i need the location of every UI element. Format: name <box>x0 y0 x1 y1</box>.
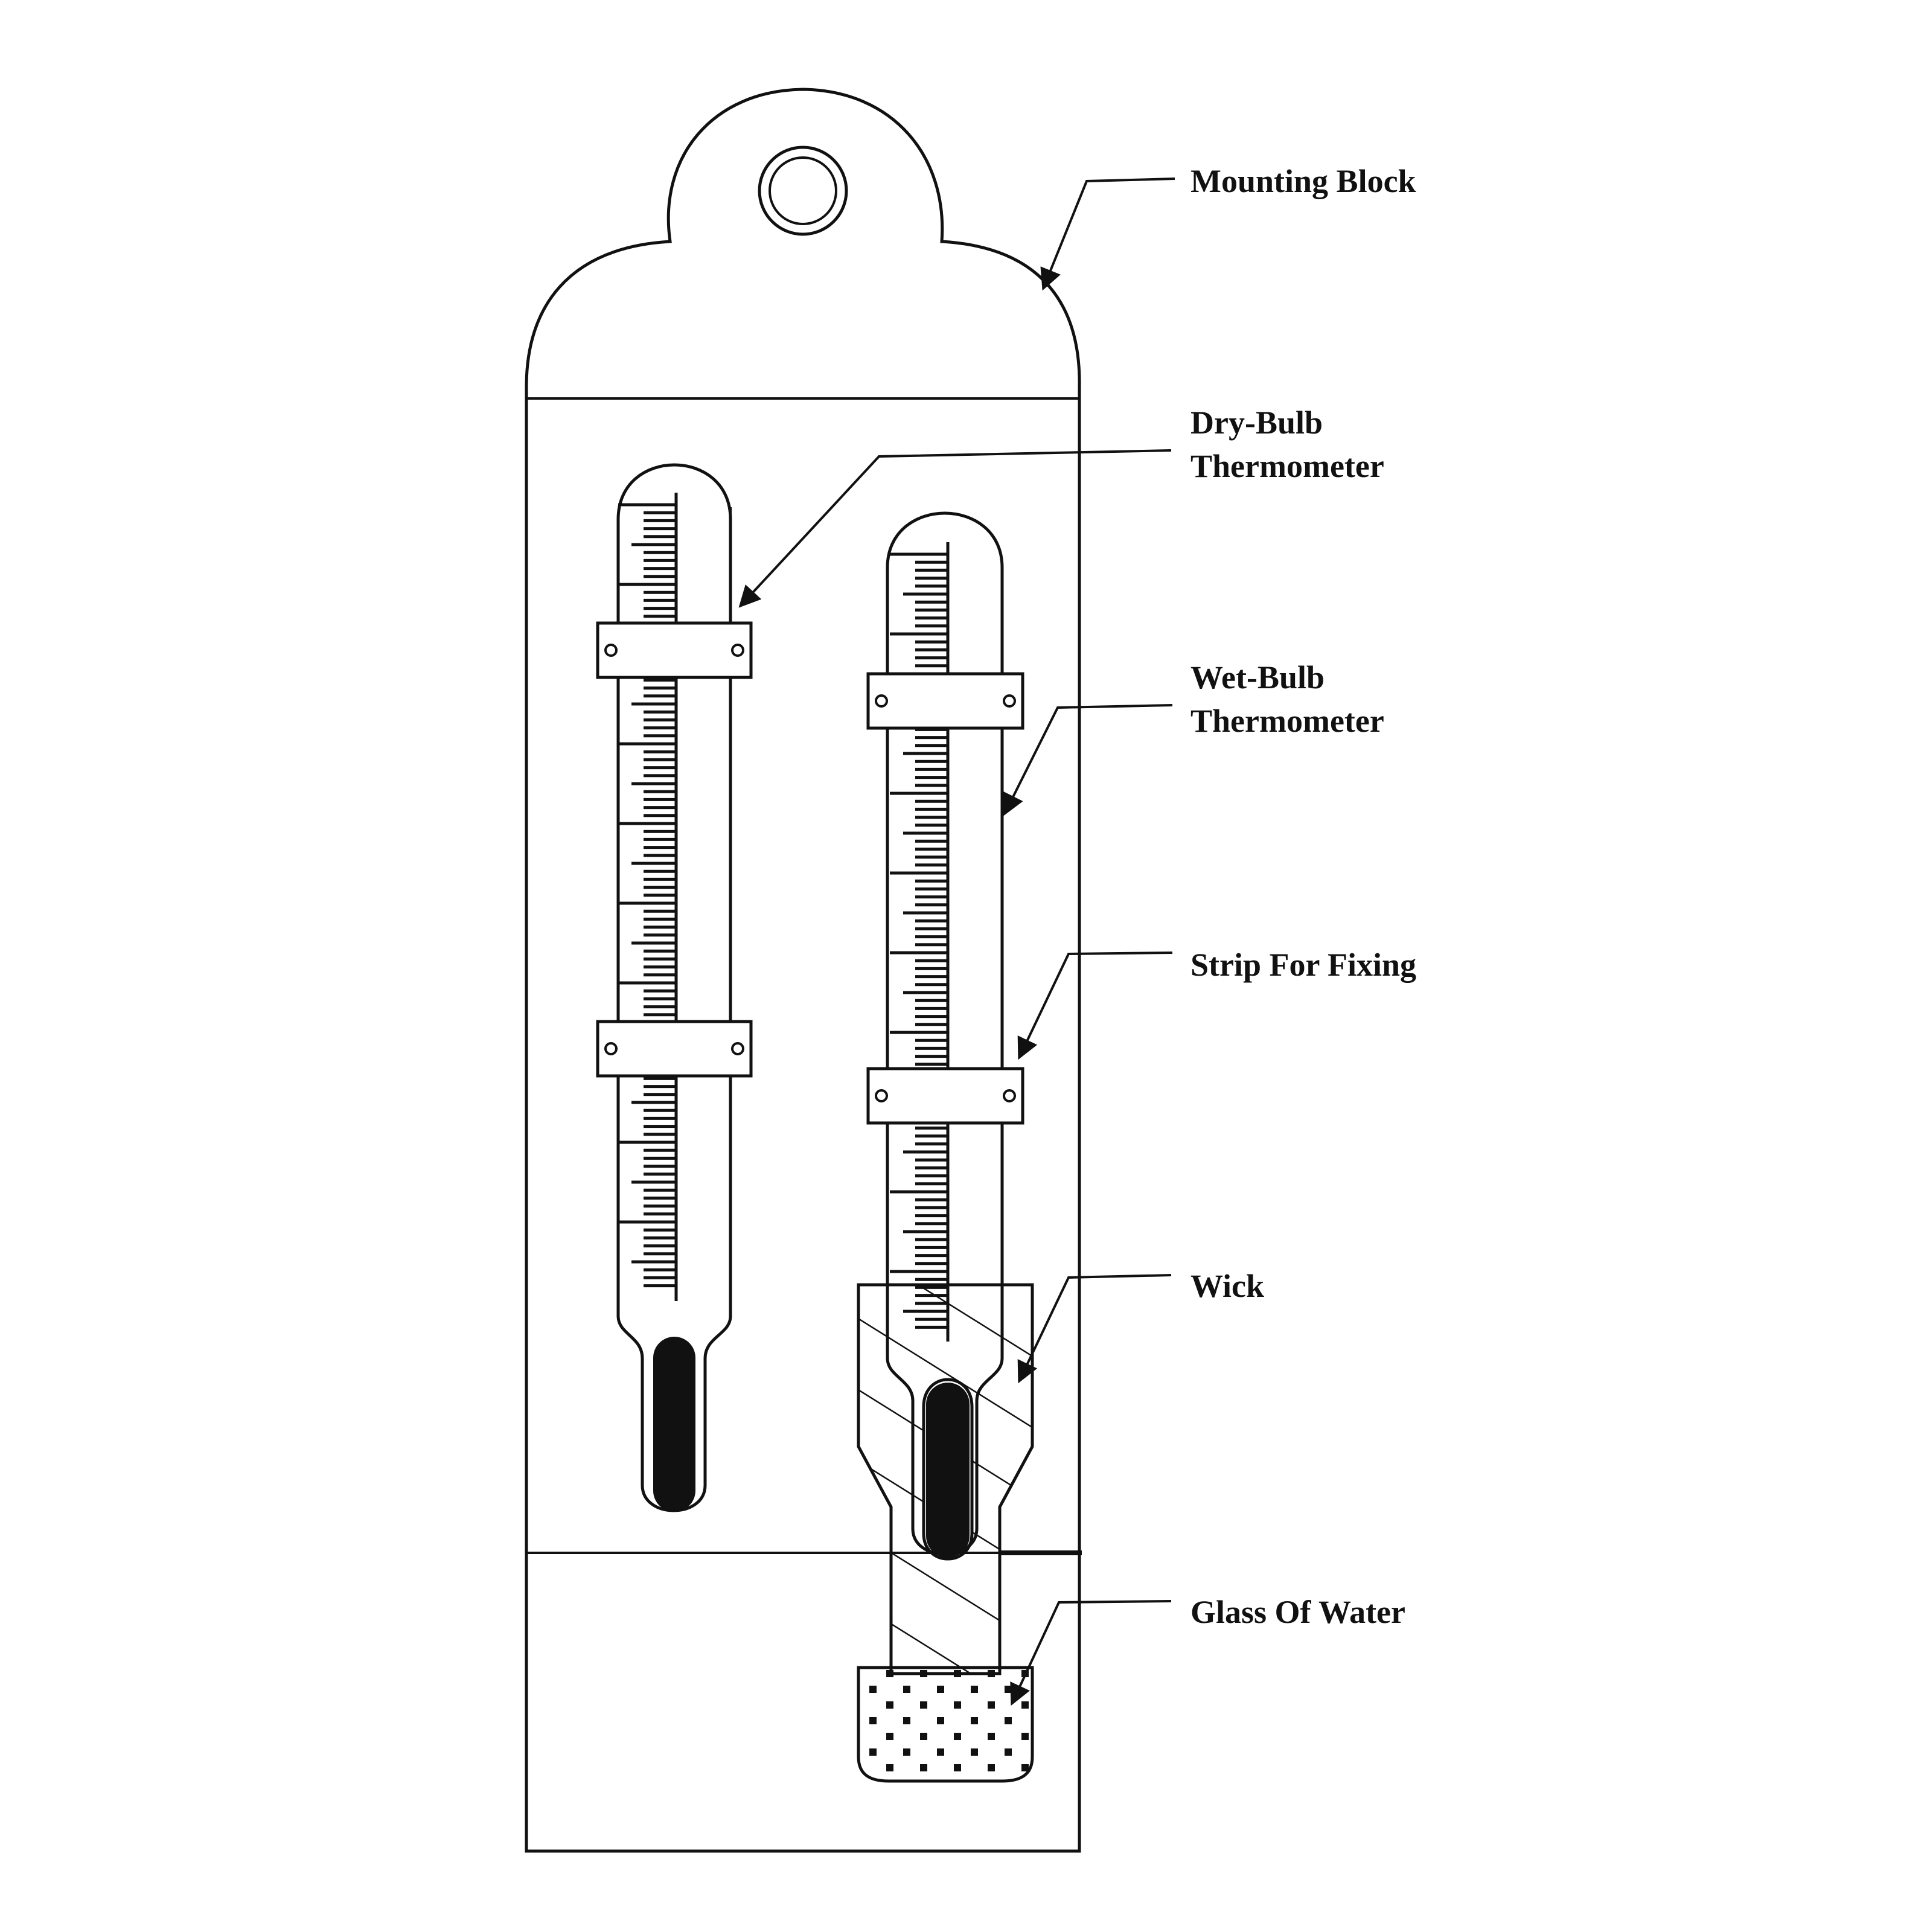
leader-mounting-block <box>1040 178 1175 291</box>
label-wet-bulb-line1: Wet-Bulb <box>1190 659 1325 696</box>
leader-wet-bulb <box>1003 704 1173 816</box>
hanging-hole-inner <box>769 156 837 225</box>
dry-bulb-scale <box>618 503 676 1288</box>
label-mounting-block: Mounting Block <box>1190 159 1416 203</box>
label-strip-for-fixing: Strip For Fixing <box>1190 943 1416 987</box>
label-wet-bulb-line2: Thermometer <box>1190 703 1384 739</box>
strip-for-fixing-wet-top <box>866 672 1024 730</box>
label-dry-bulb-line2: Thermometer <box>1190 448 1384 484</box>
wet-bulb-mercury <box>926 1383 970 1558</box>
leader-dry-bulb <box>738 449 1172 608</box>
strip-for-fixing-dry-bottom <box>596 1020 753 1078</box>
strip-for-fixing-dry-top <box>596 621 753 679</box>
label-wet-bulb-thermometer: Wet-Bulb Thermometer <box>1190 656 1384 743</box>
label-dry-bulb-thermometer: Dry-Bulb Thermometer <box>1190 401 1384 488</box>
label-dry-bulb-line1: Dry-Bulb <box>1190 405 1323 441</box>
label-mounting-block-text: Mounting Block <box>1190 163 1416 199</box>
leader-wick <box>1017 1274 1172 1384</box>
leader-strip-for-fixing <box>1017 952 1173 1060</box>
label-wick: Wick <box>1190 1264 1264 1308</box>
dry-bulb-thermometer <box>616 463 732 1512</box>
label-glass-of-water-text: Glass Of Water <box>1190 1594 1405 1630</box>
strip-for-fixing-wet-bottom <box>866 1067 1024 1125</box>
hanging-hole <box>758 146 848 236</box>
dry-bulb-mercury <box>653 1337 695 1512</box>
glass-of-water <box>857 1666 1034 1783</box>
leader-glass-of-water <box>1010 1600 1172 1706</box>
label-wick-text: Wick <box>1190 1268 1265 1304</box>
label-strip-for-fixing-text: Strip For Fixing <box>1190 947 1417 983</box>
label-glass-of-water: Glass Of Water <box>1190 1590 1405 1634</box>
